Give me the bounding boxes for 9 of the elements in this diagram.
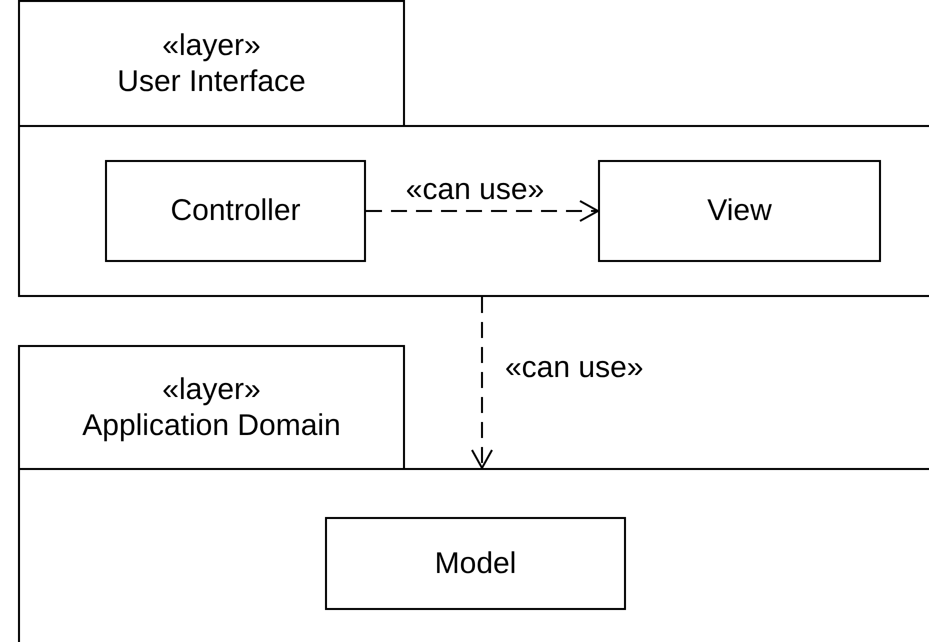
stereotype-label: «layer» [162, 372, 261, 408]
dependency-arrow [366, 200, 599, 222]
class-box: Model [325, 517, 626, 610]
package-name: Application Domain [82, 408, 341, 444]
class-box: Controller [105, 160, 366, 262]
package-name: User Interface [117, 64, 306, 100]
class-box: View [598, 160, 881, 262]
dependency-arrow [471, 297, 493, 469]
stereotype-label: «layer» [162, 28, 261, 64]
